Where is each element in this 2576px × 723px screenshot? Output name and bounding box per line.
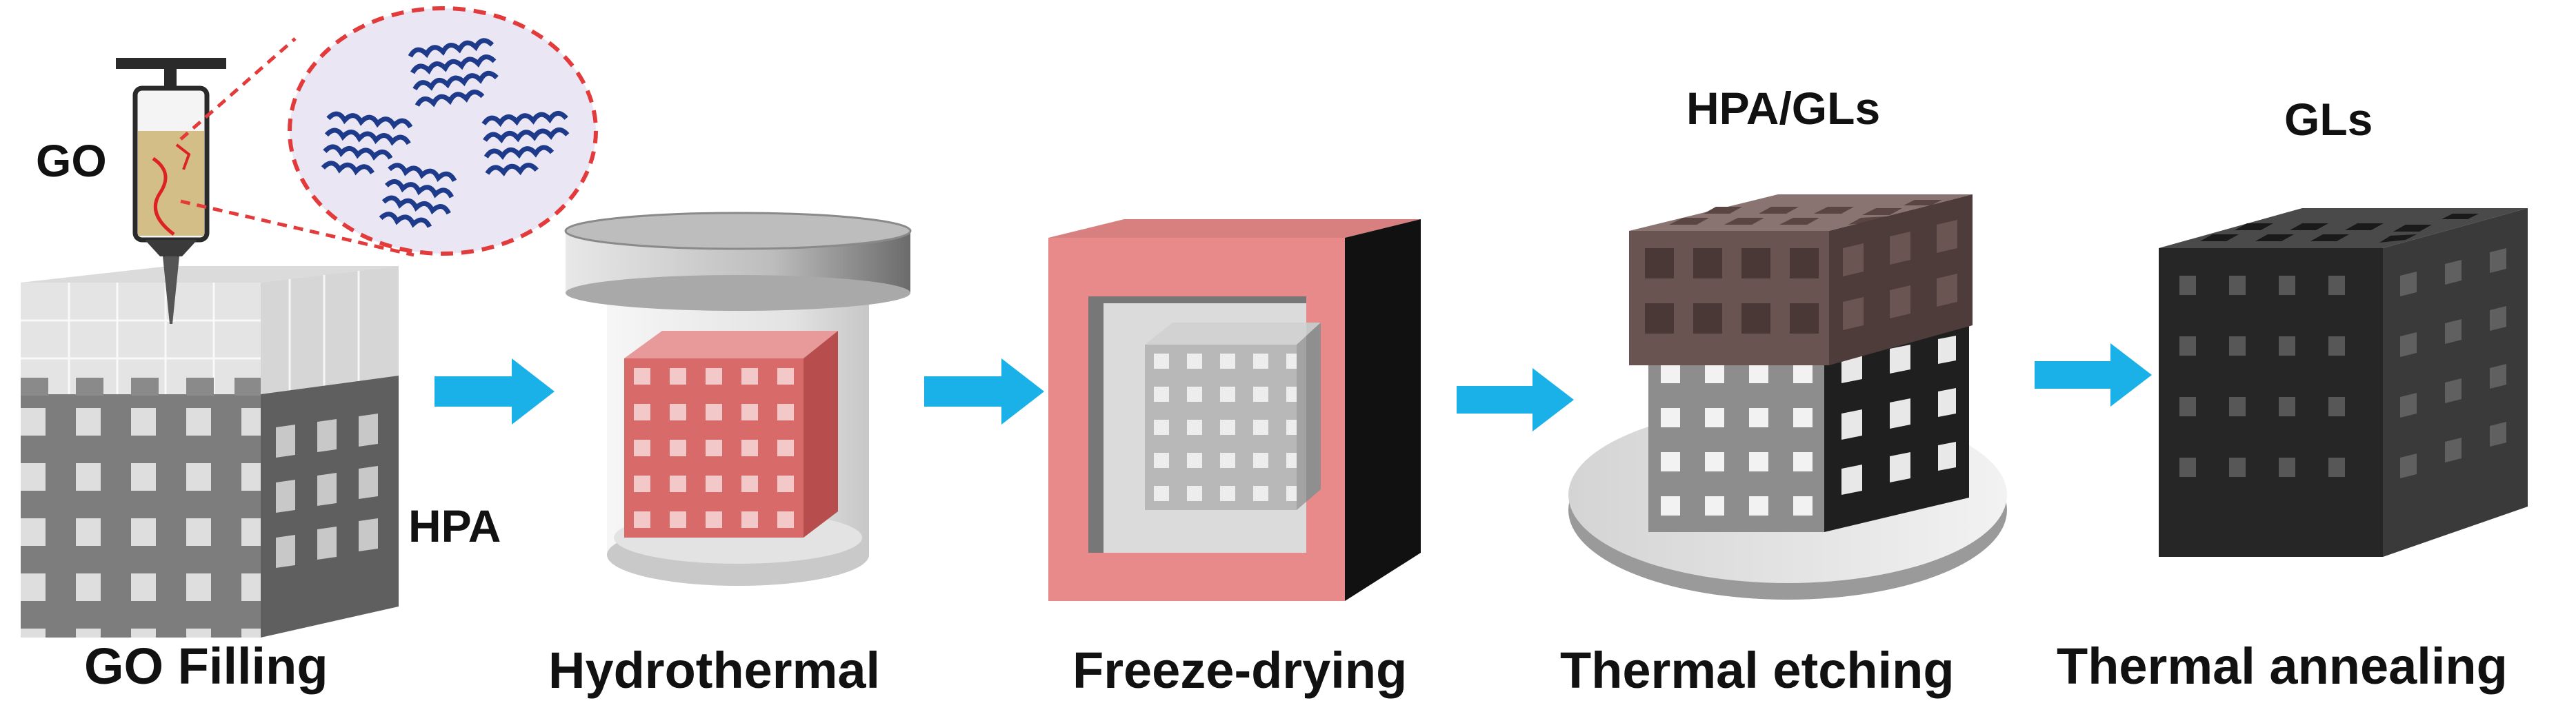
gl-cube-front: [2159, 248, 2383, 557]
gl-cube-top: [2159, 208, 2528, 248]
thermal-etching-scene: HPA/GLs Thermal etching: [1560, 83, 2007, 699]
arrow-right-icon: [435, 358, 555, 425]
hydrogel-cube-front: [624, 358, 803, 538]
go-sheet-2: [321, 111, 413, 176]
hydrothermal-scene: Hydrothermal: [548, 212, 912, 699]
freezer-side: [1345, 219, 1421, 601]
go-sheet-1: [408, 38, 499, 108]
go-filling-scene: GO HPA GO Filling: [21, 6, 598, 695]
freeze-drying-scene: Freeze-drying: [1048, 219, 1421, 699]
go-sheet-3: [481, 110, 570, 176]
hpa-cube-upper-front: [21, 283, 261, 396]
hpa-cube-upper-side: [261, 266, 399, 396]
hpa-gls-label: HPA/GLs: [1686, 83, 1880, 134]
composite-cube-front: [1629, 231, 1829, 365]
zoom-line-top: [179, 37, 297, 141]
gls-label: GLs: [2284, 94, 2373, 145]
dried-cube-front: [1145, 345, 1297, 510]
etched-cube-front: [1648, 341, 1824, 532]
caption-hydrothermal: Hydrothermal: [548, 642, 880, 699]
freezer-top: [1048, 219, 1421, 238]
arrow-right-icon: [1457, 368, 1574, 431]
dried-cube-side: [1297, 323, 1321, 510]
caption-thermal-annealing: Thermal annealing: [2057, 638, 2508, 695]
caption-go-filling: GO Filling: [84, 638, 328, 695]
go-label: GO: [36, 135, 107, 186]
go-sheet-4: [379, 163, 457, 228]
hydrogel-cube-side: [803, 331, 838, 538]
caption-thermal-etching: Thermal etching: [1560, 642, 1955, 699]
thermal-annealing-scene: GLs Thermal annealing: [2057, 94, 2528, 695]
composite-cube-top: [1629, 194, 1973, 231]
hpa-lattice-front: [21, 394, 261, 638]
caption-freeze-drying: Freeze-drying: [1072, 642, 1407, 699]
hydrogel-cube-top: [624, 331, 838, 358]
dried-cube-top: [1145, 323, 1321, 345]
arrow-right-icon: [2035, 343, 2152, 407]
zoom-line-bottom: [180, 199, 415, 257]
hpa-cube-top: [21, 266, 399, 283]
arrow-right-icon: [924, 358, 1044, 425]
zoom-circle: [288, 6, 598, 256]
hpa-label: HPA: [408, 500, 501, 551]
